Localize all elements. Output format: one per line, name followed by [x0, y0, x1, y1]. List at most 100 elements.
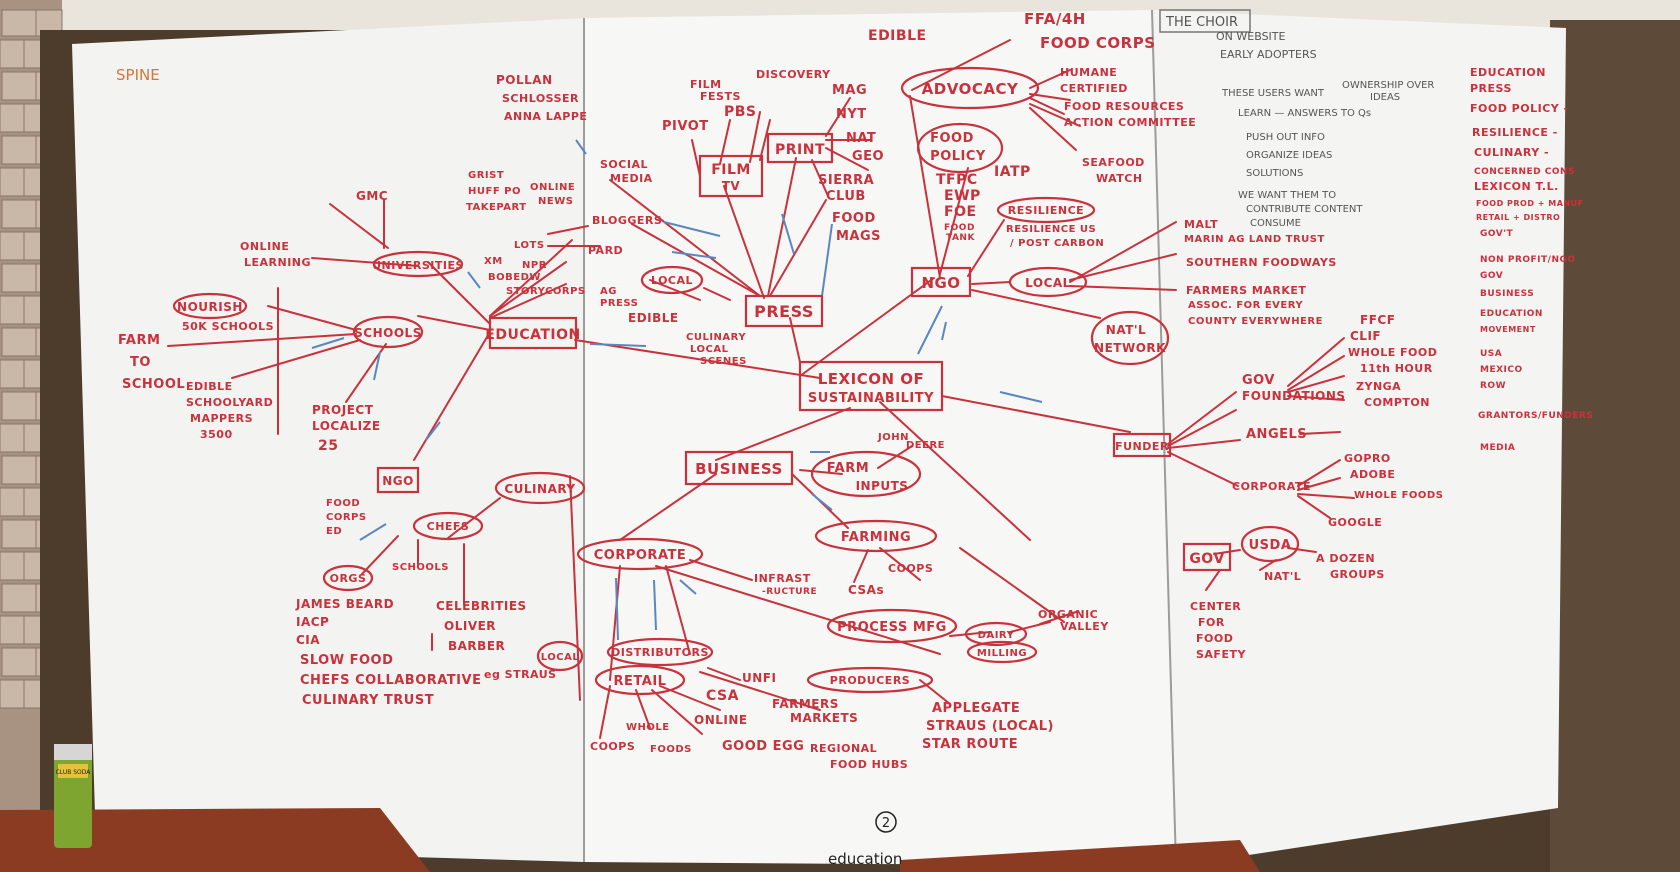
- right-list-1: EDUCATION: [1470, 66, 1546, 79]
- local-straus-label: LOCAL: [541, 652, 580, 663]
- node-farming: FARMING: [814, 519, 938, 553]
- right-list-12: GOV: [1480, 271, 1503, 281]
- retail-label: RETAIL: [614, 674, 667, 689]
- process-mfg-label: PROCESS MFG: [837, 620, 947, 635]
- food-policy-2: POLICY: [930, 149, 986, 164]
- corporate-3: WHOLE FOODS: [1354, 490, 1443, 501]
- right-list-8: FOOD PROD + MANUF: [1476, 199, 1584, 208]
- we-want-1: WE WANT THEM TO: [1238, 190, 1336, 201]
- right-list-18: ROW: [1480, 381, 1506, 391]
- print-list-5: GEO: [852, 149, 884, 164]
- farmers-markets-2: MARKETS: [790, 711, 858, 725]
- we-want-3: CONSUME: [1250, 218, 1301, 229]
- pard-label: PARD: [588, 244, 623, 257]
- coops-retail: COOPS: [590, 740, 635, 753]
- right-list-13: BUSINESS: [1480, 289, 1534, 299]
- print-list-1: EDIBLE: [868, 28, 927, 44]
- orgs-label: ORGS: [330, 572, 367, 585]
- ownership-2: IDEAS: [1370, 92, 1400, 103]
- node-usda: USDA: [1240, 525, 1300, 563]
- culinary-local-3: SCENES: [700, 356, 747, 367]
- farmers-market-3: COUNTY EVERYWHERE: [1188, 316, 1323, 327]
- right-connectors: [1167, 337, 1355, 591]
- corporate-1: GOPRO: [1344, 452, 1391, 465]
- resilience-sub-2: / POST CARBON: [1010, 238, 1104, 249]
- pollan-1: POLLAN: [496, 73, 553, 87]
- gov-funder: GOV: [1242, 373, 1275, 388]
- choir-1: THE CHOIR: [1165, 15, 1238, 30]
- node-chefs: CHEFS: [412, 511, 484, 541]
- social-media-2: MEDIA: [610, 172, 653, 185]
- universities-label: UNIVERSITIES: [372, 259, 464, 272]
- usda-label: USDA: [1249, 538, 1292, 553]
- node-ngo-mid: NGO: [910, 266, 972, 298]
- southern: SOUTHERN FOODWAYS: [1186, 256, 1337, 269]
- center-food-3: FOOD: [1196, 632, 1233, 645]
- want-3: ORGANIZE IDEAS: [1246, 150, 1332, 161]
- farm-inputs-1: FARM: [827, 461, 869, 476]
- film-list-5: PIVOT: [662, 119, 709, 134]
- resilience-sub-1: RESILIENCE US: [1006, 224, 1096, 235]
- whole-foods-2: FOODS: [650, 744, 692, 755]
- csas-label: CSAs: [848, 583, 884, 597]
- ngo-left-label: NGO: [382, 474, 414, 488]
- foundation-6: COMPTON: [1364, 396, 1430, 409]
- soda-can: CLUB SODA: [54, 744, 92, 848]
- seafood-2: WATCH: [1096, 172, 1143, 185]
- node-advocacy: ADVOCACY: [900, 66, 1040, 110]
- left-blue-arrows: [311, 139, 647, 541]
- storycorps-label: STORYCORPS: [506, 286, 586, 297]
- node-culinary-left: CULINARY: [494, 471, 586, 505]
- local-press-label: LOCAL: [651, 274, 693, 287]
- food-corps-ed-3: ED: [326, 526, 342, 537]
- we-want-2: CONTRIBUTE CONTENT: [1246, 204, 1363, 215]
- edible-schoolyard-4: 3500: [200, 428, 233, 441]
- right-list-16: USA: [1480, 349, 1502, 359]
- print-list-6: SIERRA: [818, 173, 874, 188]
- print-label: PRINT: [775, 142, 825, 158]
- node-local-ngo: LOCAL: [1008, 266, 1088, 298]
- org-list-4: SLOW FOOD: [300, 653, 393, 668]
- farm-inputs-2: INPUTS: [856, 479, 909, 493]
- node-print: PRINT: [766, 132, 834, 164]
- corporate-mid-label: CORPORATE: [594, 548, 687, 563]
- advocacy-label: ADVOCACY: [922, 80, 1019, 98]
- angels: ANGELS: [1246, 427, 1307, 442]
- press-label: PRESS: [754, 302, 814, 321]
- node-funder: FUNDER: [1112, 432, 1172, 458]
- business-label: BUSINESS: [695, 460, 783, 478]
- foundation-4: 11th HOUR: [1360, 362, 1433, 375]
- node-gov-box: GOV: [1182, 542, 1232, 572]
- middle-connectors: [599, 39, 1177, 739]
- applegate-1: APPLEGATE: [932, 701, 1020, 716]
- right-list-7: LEXICON T.L.: [1474, 180, 1559, 193]
- organic-valley-2: VALLEY: [1060, 620, 1109, 633]
- print-list-4: NAT: [846, 131, 876, 146]
- ag-press-1: AG: [600, 286, 617, 297]
- film-list-1: FILM: [690, 78, 722, 91]
- grist-2: HUFF PO: [468, 186, 521, 197]
- film-list-3: DISCOVERY: [756, 68, 831, 81]
- unfi-label: UNFI: [742, 671, 776, 685]
- applegate-3: STAR ROUTE: [922, 737, 1018, 752]
- whole-foods-1: WHOLE: [626, 722, 670, 733]
- node-food-policy: FOOD POLICY: [916, 122, 1004, 174]
- organic-valley-1: ORGANIC: [1038, 608, 1098, 621]
- infrast-2: -RUCTURE: [762, 587, 817, 597]
- distributors-label: DISTRIBUTORS: [611, 646, 709, 659]
- infrast-1: INFRAST: [754, 572, 811, 585]
- food-corps-label: FOOD CORPS: [1040, 34, 1156, 52]
- node-business: BUSINESS: [684, 450, 794, 486]
- right-list-9: RETAIL + DISTRO: [1476, 213, 1560, 222]
- local-ngo-label: LOCAL: [1025, 276, 1071, 290]
- node-farm-inputs: FARM INPUTS: [810, 450, 922, 498]
- humane-2: CERTIFIED: [1060, 82, 1128, 95]
- npr-label: NPR: [522, 260, 547, 271]
- right-list-15: MOVEMENT: [1480, 325, 1536, 334]
- online-learning-1: ONLINE: [240, 240, 289, 253]
- project-localize-1: PROJECT: [312, 403, 374, 417]
- right-list-19: GRANTORS/FUNDERS: [1478, 411, 1593, 421]
- film-list-2: FESTS: [700, 90, 741, 103]
- producers-label: PRODUCERS: [830, 674, 910, 687]
